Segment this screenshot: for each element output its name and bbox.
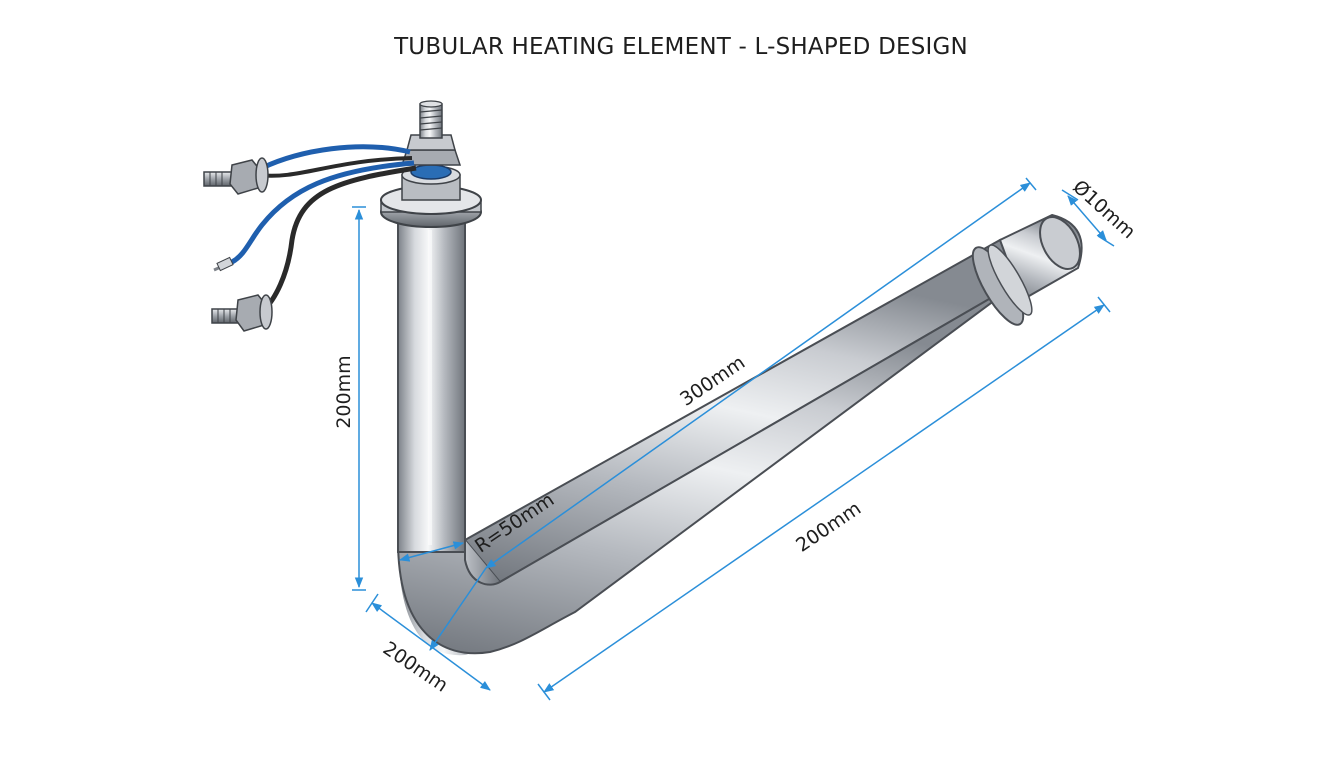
dim-line-300 [485,182,1031,569]
tube-body [396,213,1083,656]
lower-terminal-connector [211,294,273,332]
dim-line-200-diagonal [543,304,1105,693]
dim-line-diameter [1067,195,1107,241]
dimension-lines [352,177,1115,701]
diagram-title: TUBULAR HEATING ELEMENT - L-SHAPED DESIG… [394,34,968,60]
dim-line-radius [398,541,465,562]
label-vertical-leg: 200mm [333,355,355,428]
upper-terminal-connector [203,157,269,195]
label-horizontal-bottom: 200mm [792,497,865,556]
lead-wires [213,144,417,314]
